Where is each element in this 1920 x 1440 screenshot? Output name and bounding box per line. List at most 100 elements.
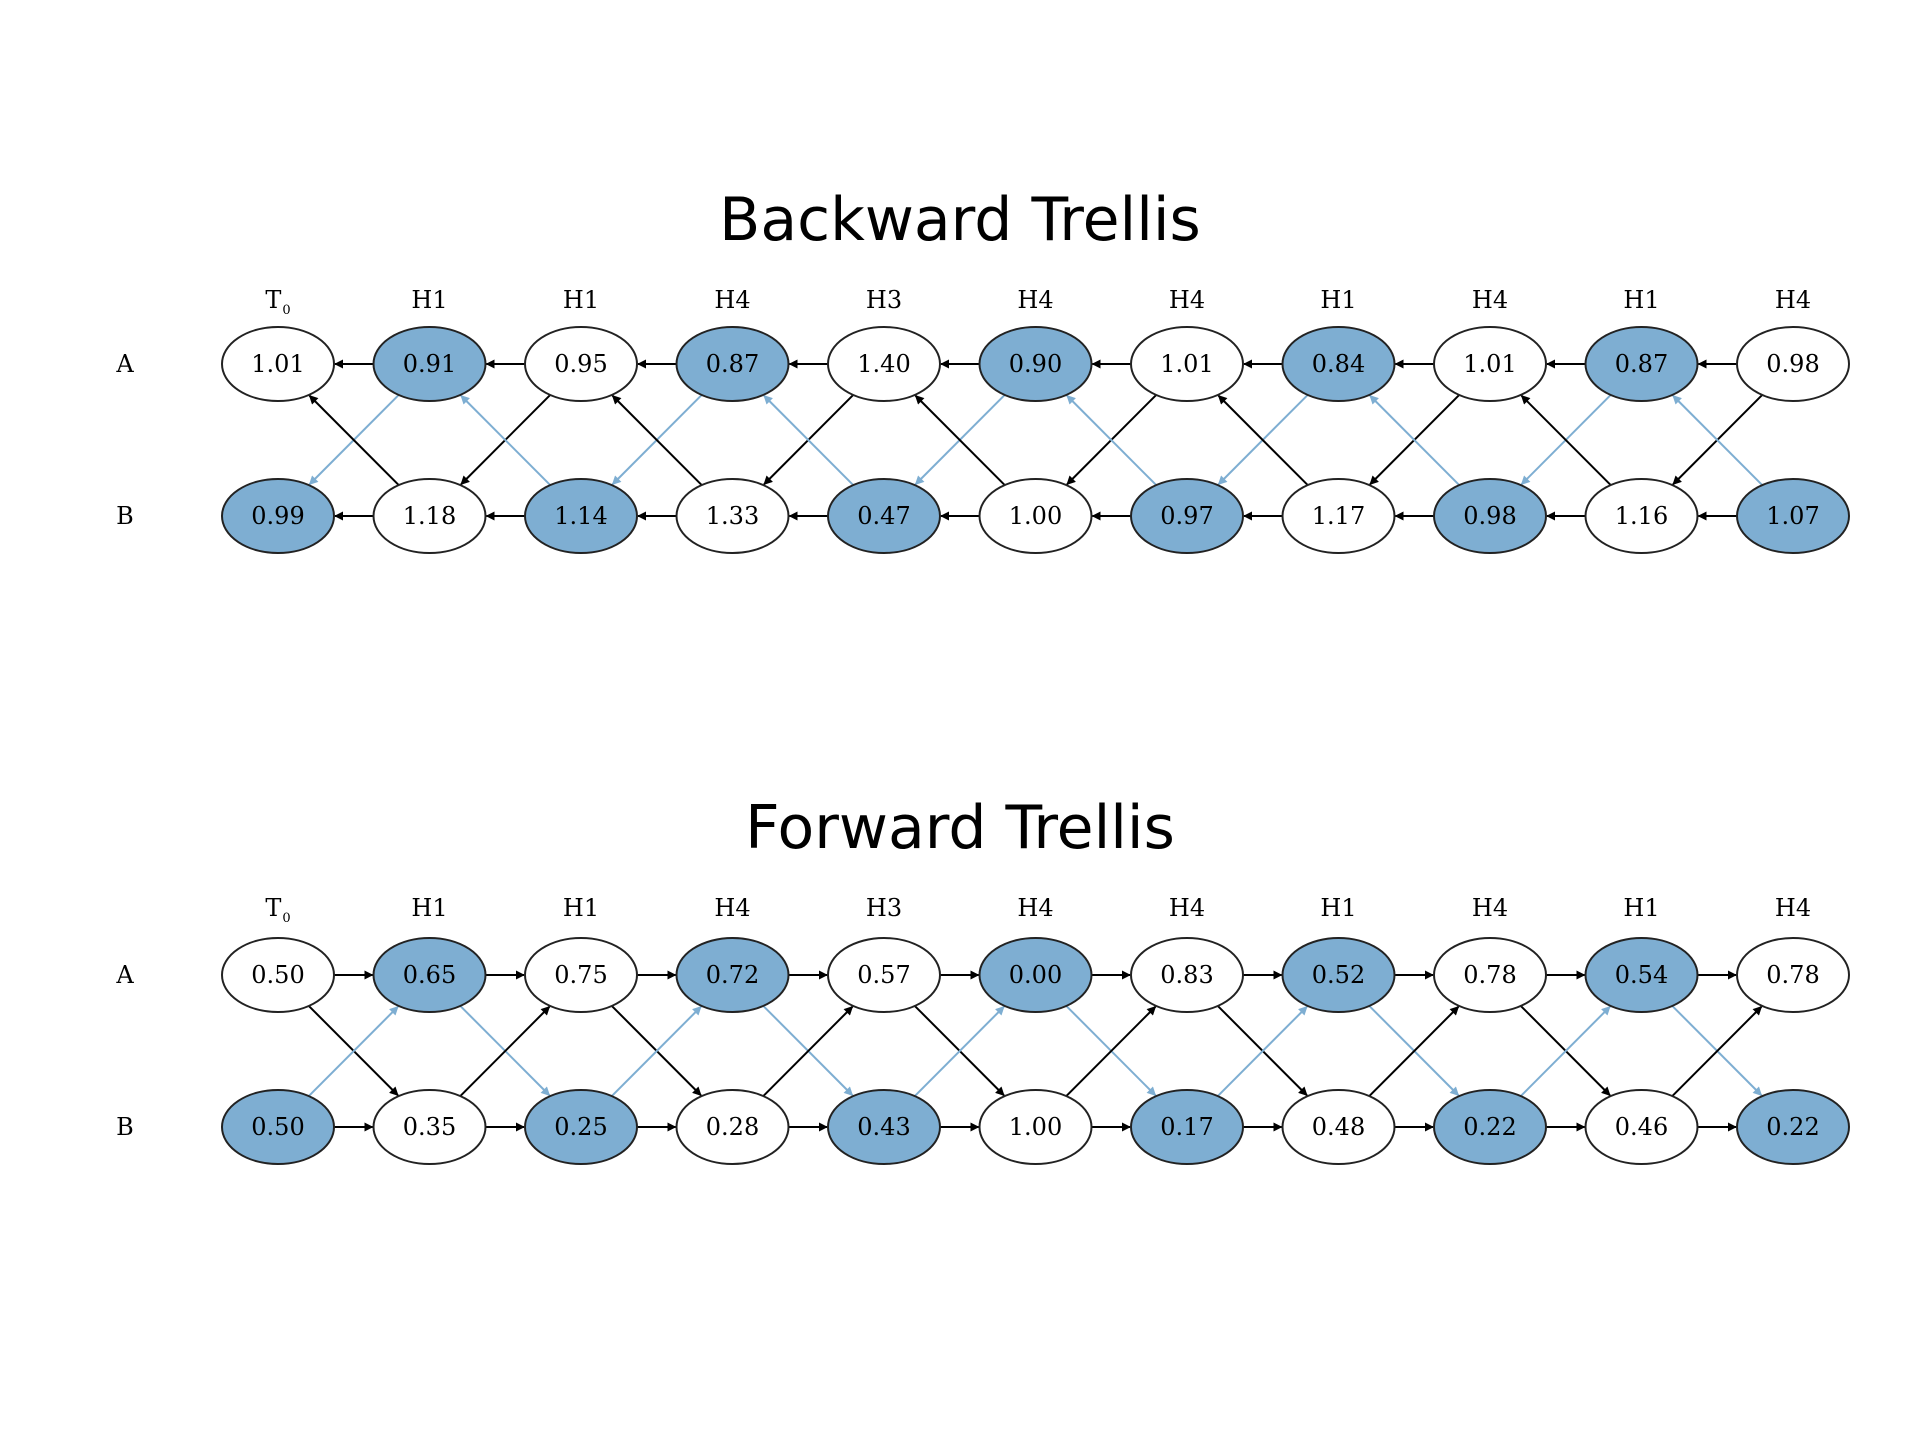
backward-node-a: 1.01 bbox=[1433, 326, 1547, 402]
forward-node-value: 0.46 bbox=[1615, 1113, 1668, 1141]
backward-column-label: H4 bbox=[1017, 286, 1053, 314]
forward-node-shape bbox=[524, 937, 638, 1013]
backward-node-a: 0.98 bbox=[1736, 326, 1850, 402]
forward-node-value: 0.65 bbox=[403, 961, 456, 989]
backward-node-value: 1.14 bbox=[554, 502, 607, 530]
backward-node-value: 0.87 bbox=[1615, 350, 1668, 378]
backward-edge-b-a bbox=[1369, 394, 1460, 486]
backward-node-value: 1.33 bbox=[706, 502, 759, 530]
forward-edge-b-a bbox=[1065, 1005, 1157, 1097]
forward-node-value: 0.22 bbox=[1463, 1113, 1516, 1141]
backward-node-value: 1.07 bbox=[1766, 502, 1819, 530]
backward-edge-b-a bbox=[308, 394, 400, 486]
backward-node-a: 0.87 bbox=[675, 326, 790, 402]
forward-node-b: 0.17 bbox=[1130, 1089, 1244, 1165]
forward-node-b: 0.35 bbox=[372, 1089, 487, 1165]
backward-edge-b-a bbox=[1672, 394, 1763, 486]
forward-node-a: 0.54 bbox=[1584, 937, 1699, 1013]
forward-node-shape bbox=[978, 937, 1093, 1013]
forward-node-value: 0.83 bbox=[1160, 961, 1213, 989]
forward-node-shape bbox=[827, 1089, 941, 1165]
forward-node-value: 0.28 bbox=[706, 1113, 759, 1141]
forward-node-b: 0.22 bbox=[1736, 1089, 1850, 1165]
backward-node-b: 1.16 bbox=[1584, 478, 1699, 554]
backward-edge-b-a bbox=[914, 394, 1006, 486]
backward-node-shape bbox=[1433, 478, 1547, 554]
backward-node-shape bbox=[1584, 478, 1699, 554]
backward-edge-b-a bbox=[1066, 394, 1157, 486]
forward-node-b: 0.48 bbox=[1281, 1089, 1396, 1165]
forward-node-value: 0.35 bbox=[403, 1113, 456, 1141]
backward-node-a: 0.87 bbox=[1584, 326, 1699, 402]
forward-node-value: 0.17 bbox=[1160, 1113, 1213, 1141]
forward-node-b: 1.00 bbox=[978, 1089, 1093, 1165]
backward-node-b: 1.07 bbox=[1736, 478, 1850, 554]
backward-column-label: H3 bbox=[866, 286, 902, 314]
forward-node-value: 0.22 bbox=[1766, 1113, 1819, 1141]
forward-node-shape bbox=[221, 937, 335, 1013]
forward-node-shape bbox=[1281, 1089, 1396, 1165]
forward-column-label: H1 bbox=[1320, 894, 1356, 922]
forward-node-shape bbox=[1433, 937, 1547, 1013]
forward-node-shape bbox=[1736, 1089, 1850, 1165]
forward-column-label: T0 bbox=[265, 894, 290, 926]
backward-node-shape bbox=[1281, 478, 1396, 554]
backward-node-shape bbox=[675, 326, 790, 402]
forward-node-shape bbox=[1736, 937, 1850, 1013]
backward-edge-b-a bbox=[1217, 394, 1309, 486]
forward-node-a: 0.65 bbox=[372, 937, 487, 1013]
forward-node-value: 0.78 bbox=[1766, 961, 1819, 989]
backward-node-b: 0.98 bbox=[1433, 478, 1547, 554]
backward-node-value: 0.90 bbox=[1009, 350, 1062, 378]
forward-node-b: 0.22 bbox=[1433, 1089, 1547, 1165]
forward-edge-b-a bbox=[611, 1005, 702, 1097]
forward-node-a: 0.57 bbox=[827, 937, 941, 1013]
forward-node-a: 0.52 bbox=[1281, 937, 1396, 1013]
forward-column-label: H4 bbox=[714, 894, 750, 922]
backward-node-value: 1.01 bbox=[1463, 350, 1516, 378]
backward-node-a: 0.84 bbox=[1281, 326, 1396, 402]
backward-node-value: 1.16 bbox=[1615, 502, 1668, 530]
forward-column-label: H3 bbox=[866, 894, 902, 922]
backward-node-value: 1.18 bbox=[403, 502, 456, 530]
forward-node-shape bbox=[1584, 1089, 1699, 1165]
backward-node-a: 0.95 bbox=[524, 326, 638, 402]
backward-column-label: H4 bbox=[1775, 286, 1811, 314]
backward-node-shape bbox=[1281, 326, 1396, 402]
backward-node-b: 1.33 bbox=[675, 478, 790, 554]
backward-node-a: 0.91 bbox=[372, 326, 487, 402]
backward-node-shape bbox=[1736, 478, 1850, 554]
forward-title: Forward Trellis bbox=[745, 793, 1175, 863]
backward-node-shape bbox=[978, 326, 1093, 402]
backward-node-value: 0.98 bbox=[1766, 350, 1819, 378]
backward-column-label: H1 bbox=[1623, 286, 1659, 314]
forward-node-shape bbox=[675, 1089, 790, 1165]
forward-row-label-b: B bbox=[116, 1113, 134, 1141]
forward-edge-b-a bbox=[1217, 1005, 1308, 1097]
backward-node-b: 1.00 bbox=[978, 478, 1093, 554]
backward-node-value: 1.01 bbox=[251, 350, 304, 378]
backward-node-a: 1.01 bbox=[221, 326, 335, 402]
forward-node-a: 0.50 bbox=[221, 937, 335, 1013]
forward-node-shape bbox=[372, 937, 487, 1013]
backward-node-value: 1.40 bbox=[857, 350, 910, 378]
forward-node-value: 0.78 bbox=[1463, 961, 1516, 989]
forward-node-value: 0.52 bbox=[1312, 961, 1365, 989]
backward-node-shape bbox=[978, 478, 1093, 554]
backward-node-value: 1.17 bbox=[1312, 502, 1365, 530]
forward-node-value: 0.50 bbox=[251, 1113, 304, 1141]
backward-node-value: 0.87 bbox=[706, 350, 759, 378]
forward-node-value: 0.57 bbox=[857, 961, 910, 989]
forward-node-value: 0.48 bbox=[1312, 1113, 1365, 1141]
backward-column-label: H1 bbox=[1320, 286, 1356, 314]
forward-edge-b-a bbox=[308, 1005, 399, 1097]
backward-edge-b-a bbox=[1520, 394, 1612, 486]
backward-node-shape bbox=[221, 478, 335, 554]
forward-node-shape bbox=[675, 937, 790, 1013]
backward-node-value: 0.91 bbox=[403, 350, 456, 378]
backward-edge-b-a bbox=[763, 394, 854, 486]
forward-column-label: H1 bbox=[1623, 894, 1659, 922]
backward-node-value: 0.95 bbox=[554, 350, 607, 378]
